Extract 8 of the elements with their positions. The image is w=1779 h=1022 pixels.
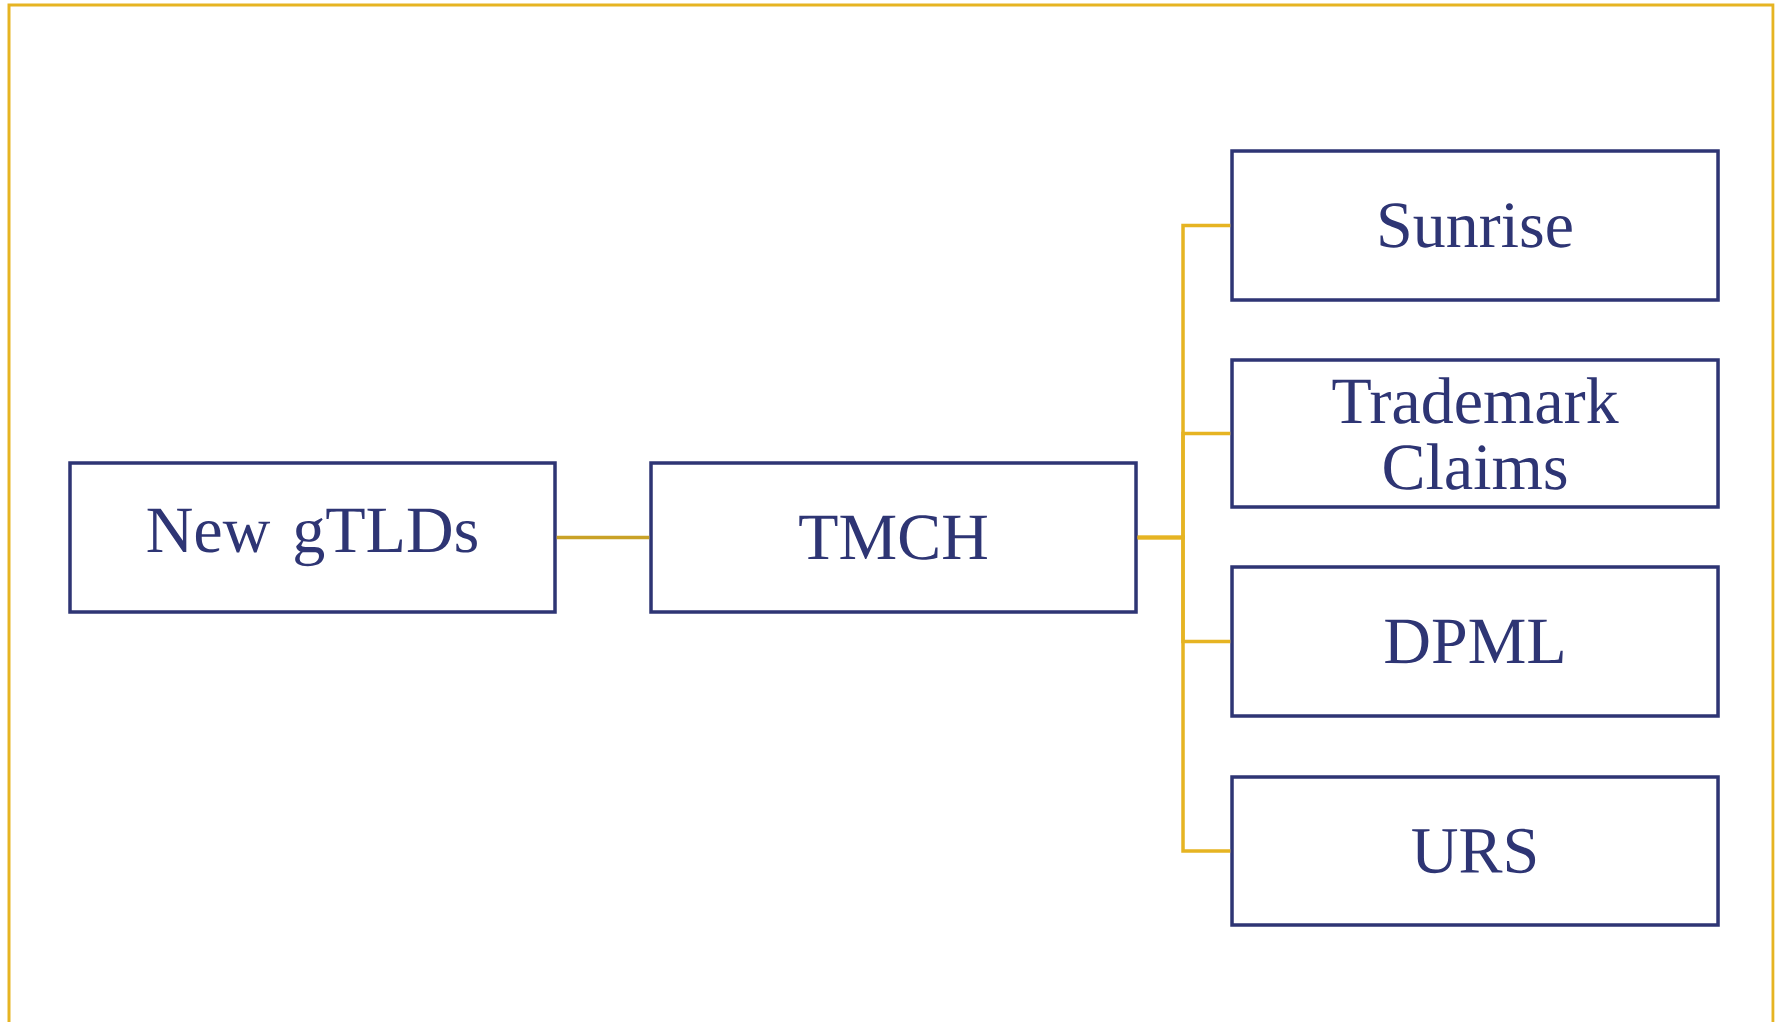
process-box: Sunrise bbox=[1230, 149, 1720, 302]
connector-line bbox=[1137, 535, 1231, 853]
connector-line bbox=[556, 535, 650, 540]
process-box: URS bbox=[1230, 775, 1720, 927]
process-box: Trademark Claims bbox=[1230, 358, 1720, 509]
process-box: DPML bbox=[1230, 565, 1720, 718]
process-box: New gTLDs bbox=[68, 461, 557, 614]
process-box: TMCH bbox=[649, 461, 1138, 614]
